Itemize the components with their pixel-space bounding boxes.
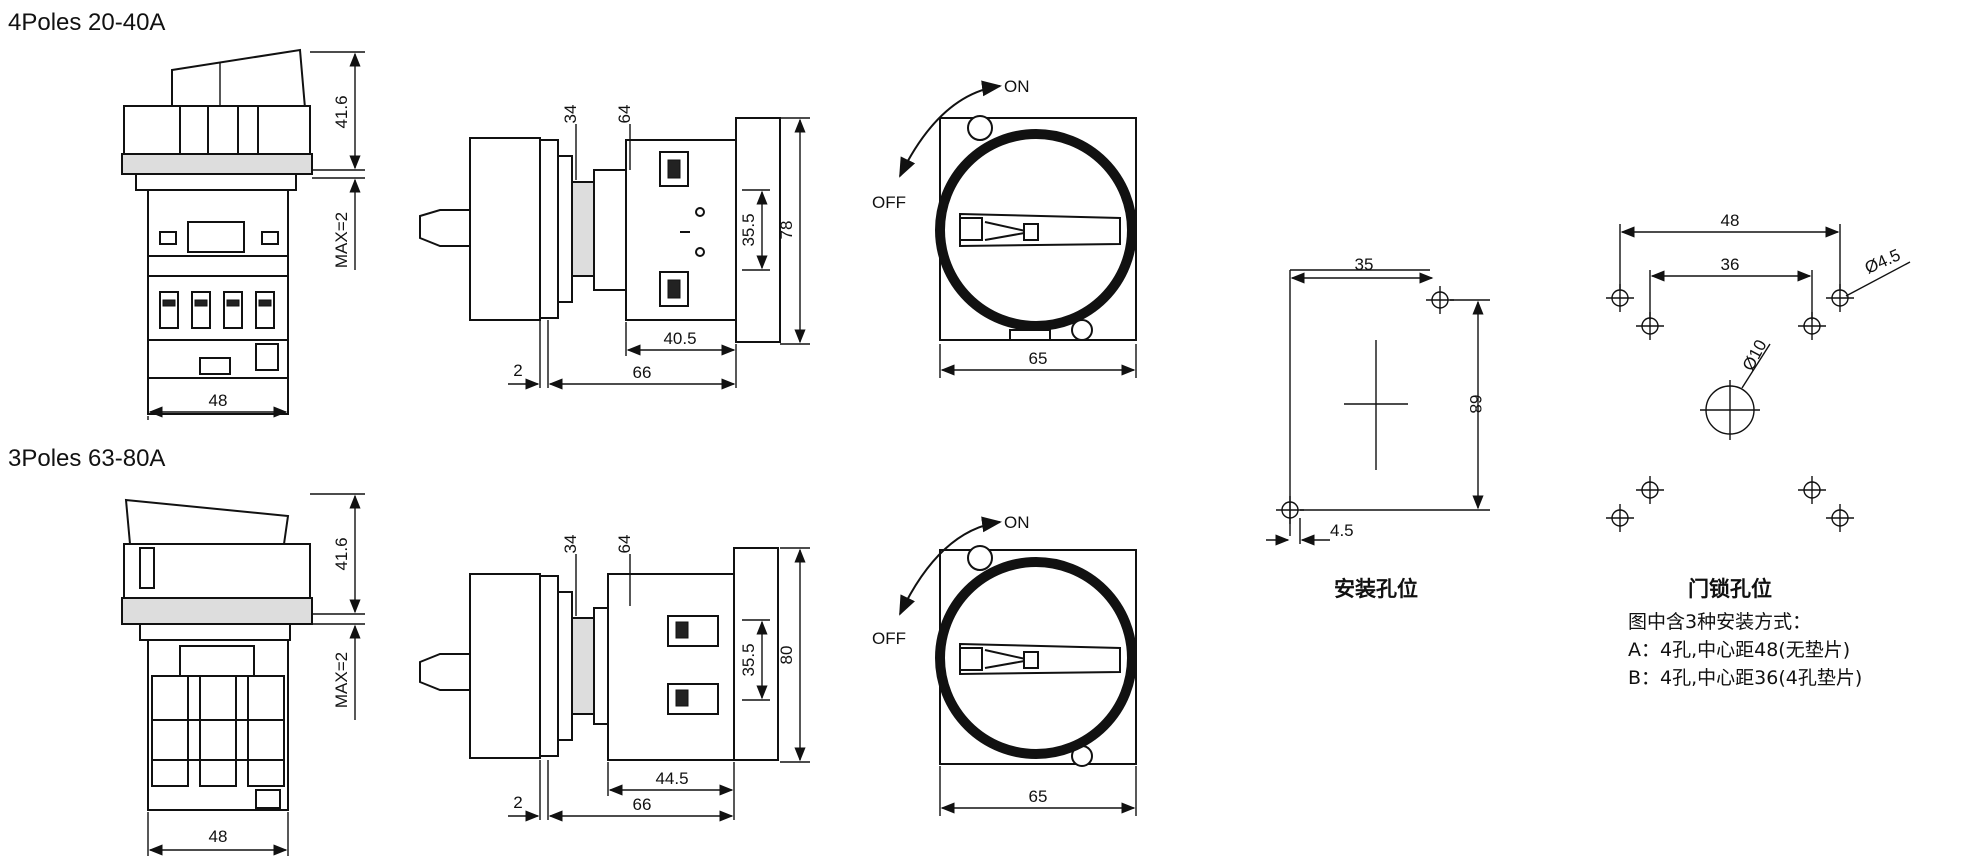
side-view-3poles: 41.6 MAX=2 48 — [121, 493, 365, 856]
dim-64-b: 64 — [615, 535, 634, 554]
dim-66-b: 66 — [633, 795, 652, 814]
dim-35-5: 35.5 — [739, 213, 758, 246]
dim-80: 80 — [777, 646, 796, 665]
profile-view-3poles: 80 35.5 34 64 44.5 2 66 — [419, 535, 810, 822]
dim-mount-68: 68 — [1466, 395, 1485, 414]
dim-door-36: 36 — [1721, 255, 1740, 274]
section-title-4poles: 4Poles 20-40A — [8, 9, 165, 36]
note-line-3: B：4孔,中心距36(4孔垫片) — [1628, 667, 1862, 689]
dim-2-b: 2 — [513, 793, 522, 812]
label-on: ON — [1004, 77, 1030, 96]
label-off-b: OFF — [872, 629, 906, 648]
front-view-3poles: ON OFF 65 — [872, 513, 1137, 816]
door-lock-holes-diagram: 48 36 Ø4.5 Ø10 门锁孔位 图中含3种安装方式： A：4孔,中心距4… — [1606, 211, 1911, 689]
dim-48: 48 — [209, 391, 228, 410]
dim-41-6: 41.6 — [332, 95, 351, 128]
dim-door-dia-4-5: Ø4.5 — [1862, 245, 1903, 277]
label-off: OFF — [872, 193, 906, 212]
dim-35-5-b: 35.5 — [739, 643, 758, 676]
dim-44-5: 44.5 — [655, 769, 688, 788]
dim-41-6-b: 41.6 — [332, 537, 351, 570]
dim-max-b: MAX=2 — [332, 652, 351, 708]
dim-max: MAX=2 — [332, 212, 351, 268]
front-view-4poles: ON OFF 65 — [872, 77, 1137, 378]
dim-65: 65 — [1029, 349, 1048, 368]
dim-40-5: 40.5 — [663, 329, 696, 348]
label-on-b: ON — [1004, 513, 1030, 532]
dim-door-dia-10: Ø10 — [1739, 337, 1771, 374]
mounting-holes-diagram: 35 68 4.5 安装孔位 — [1266, 255, 1490, 601]
side-view-4poles: 41.6 MAX=2 48 — [121, 48, 365, 420]
dim-mount-4-5: 4.5 — [1330, 521, 1354, 540]
dim-66: 66 — [633, 363, 652, 382]
dim-2: 2 — [513, 361, 522, 380]
dim-65-b: 65 — [1029, 787, 1048, 806]
mounting-label: 安装孔位 — [1334, 577, 1418, 601]
dim-34-b: 34 — [561, 535, 580, 554]
door-lock-label: 门锁孔位 — [1688, 577, 1772, 601]
dim-78: 78 — [777, 221, 796, 240]
dim-mount-35: 35 — [1355, 255, 1374, 274]
profile-view-4poles: 78 35.5 34 64 40.5 2 66 — [419, 105, 810, 390]
note-line-1: 图中含3种安装方式： — [1628, 611, 1811, 633]
dim-34: 34 — [561, 105, 580, 124]
section-title-3poles: 3Poles 63-80A — [8, 445, 165, 472]
dim-door-48: 48 — [1721, 211, 1740, 230]
note-line-2: A：4孔,中心距48(无垫片) — [1628, 639, 1850, 661]
dim-64: 64 — [615, 105, 634, 124]
dim-48-b: 48 — [209, 827, 228, 846]
